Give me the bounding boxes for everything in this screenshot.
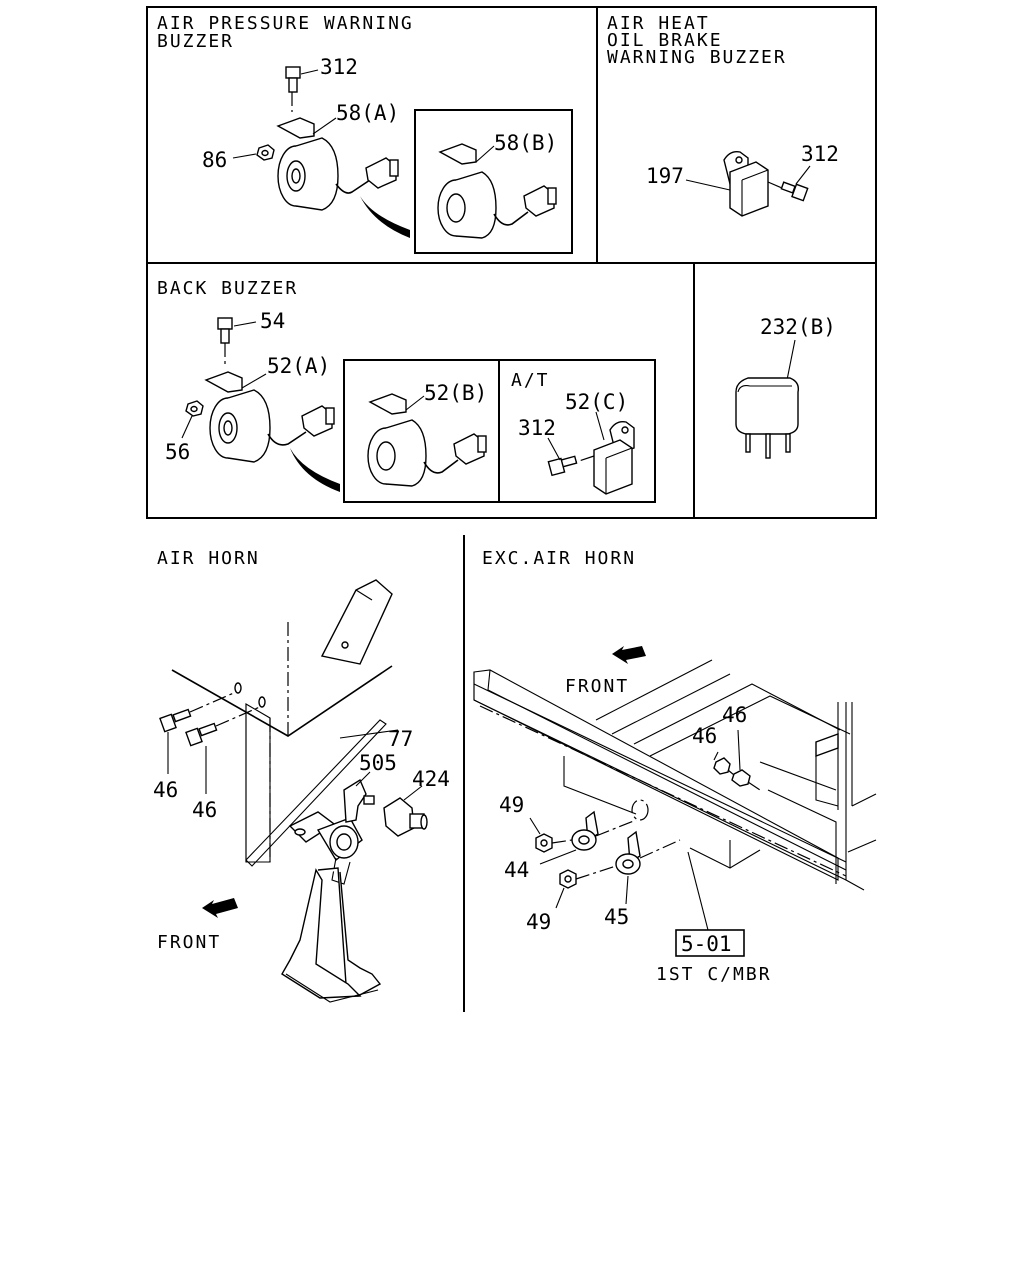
bolt-icon	[547, 455, 595, 477]
nut-icon	[256, 144, 275, 161]
reference-label: 5-01	[681, 932, 732, 956]
front-arrow-icon	[202, 898, 238, 918]
label-buzzer-58b: 58(B)	[494, 131, 557, 155]
electric-horn-icon	[615, 830, 681, 875]
air-horn-icon	[281, 778, 382, 1003]
label-bolt-46-lower: 46	[722, 703, 747, 727]
label-nut-86: 86	[202, 148, 227, 172]
buzzer-icon	[276, 117, 399, 211]
label-bolt-46-b: 46	[192, 798, 217, 822]
bolt-icon	[159, 682, 242, 733]
bolt-icon	[185, 696, 266, 747]
label-buzzer-197: 197	[646, 164, 684, 188]
chassis-outline	[171, 579, 393, 863]
front-label: FRONT	[565, 676, 629, 697]
label-bolt-312: 312	[320, 55, 358, 79]
panel-title-line1: AIR HEAT	[607, 13, 710, 34]
warning-buzzer-icon	[723, 150, 769, 217]
bolt-icon	[767, 181, 809, 202]
label-buzzer-52a: 52(A)	[267, 354, 330, 378]
electric-horn-icon	[571, 810, 637, 851]
label-bolt-312: 312	[518, 416, 556, 440]
label-horn-44: 44	[504, 858, 529, 882]
bracket-icon	[245, 719, 387, 867]
buzzer-icon	[204, 371, 335, 463]
panel-air-pressure-warning-buzzer: AIR PRESSURE WARNING BUZZER 312 58(A)	[157, 13, 573, 254]
front-label: FRONT	[157, 932, 221, 953]
upper-frame	[146, 6, 877, 519]
at-label: A/T	[511, 370, 550, 391]
label-bolt-46-a: 46	[153, 778, 178, 802]
label-nut-56: 56	[165, 440, 190, 464]
valve-icon	[383, 797, 428, 837]
panel-title-line2: BUZZER	[157, 31, 234, 52]
panel-title-line1: AIR PRESSURE WARNING	[157, 13, 414, 34]
label-nut-49-b: 49	[526, 910, 551, 934]
nut-icon	[559, 865, 617, 889]
label-fitting-505: 505	[359, 751, 397, 775]
panel-title-line2: OIL BRAKE	[607, 30, 723, 51]
panel-back-buzzer: BACK BUZZER 54 52(A) 56	[157, 278, 656, 503]
label-valve-424: 424	[412, 767, 450, 791]
panel-relay: 232(B)	[735, 315, 836, 459]
inset-box	[414, 109, 573, 254]
label-buzzer-58a: 58(A)	[336, 101, 399, 125]
buzzer-variant-icon	[437, 143, 557, 239]
pointer-wedge-icon	[290, 448, 340, 492]
bolt-icon	[285, 66, 301, 112]
bolt-icon	[731, 769, 761, 791]
panel-air-horn: AIR HORN 77	[153, 548, 450, 1003]
front-arrow-icon	[612, 646, 646, 664]
buzzer-variant-icon	[367, 393, 487, 487]
nut-icon	[185, 400, 204, 417]
label-relay-232b: 232(B)	[760, 315, 836, 339]
reference-caption: 1ST C/MBR	[656, 964, 772, 985]
panel-exc-air-horn: EXC.AIR HORN FRONT	[473, 548, 877, 985]
nut-icon	[535, 833, 573, 853]
buzzer-variant-icon	[593, 420, 635, 495]
panel-air-heat-oil-brake: AIR HEAT OIL BRAKE WARNING BUZZER 197 31…	[607, 13, 839, 217]
label-buzzer-52c: 52(C)	[565, 390, 628, 414]
label-horn-45: 45	[604, 905, 629, 929]
label-bolt-312: 312	[801, 142, 839, 166]
cab-mount	[815, 702, 877, 810]
label-nut-49-a: 49	[499, 793, 524, 817]
frame-rail	[473, 659, 877, 891]
label-bolt-46-upper: 46	[692, 724, 717, 748]
reference-box	[675, 929, 745, 957]
label-buzzer-52b: 52(B)	[424, 381, 487, 405]
panel-title: AIR HORN	[157, 548, 260, 569]
panel-title: EXC.AIR HORN	[482, 548, 636, 569]
pointer-wedge-icon	[360, 196, 410, 238]
panel-title-line3: WARNING BUZZER	[607, 47, 787, 68]
label-bolt-54: 54	[260, 309, 285, 333]
relay-icon	[735, 377, 800, 459]
panel-title: BACK BUZZER	[157, 278, 298, 299]
label-bracket-77: 77	[388, 727, 413, 751]
bolt-icon	[217, 317, 233, 366]
